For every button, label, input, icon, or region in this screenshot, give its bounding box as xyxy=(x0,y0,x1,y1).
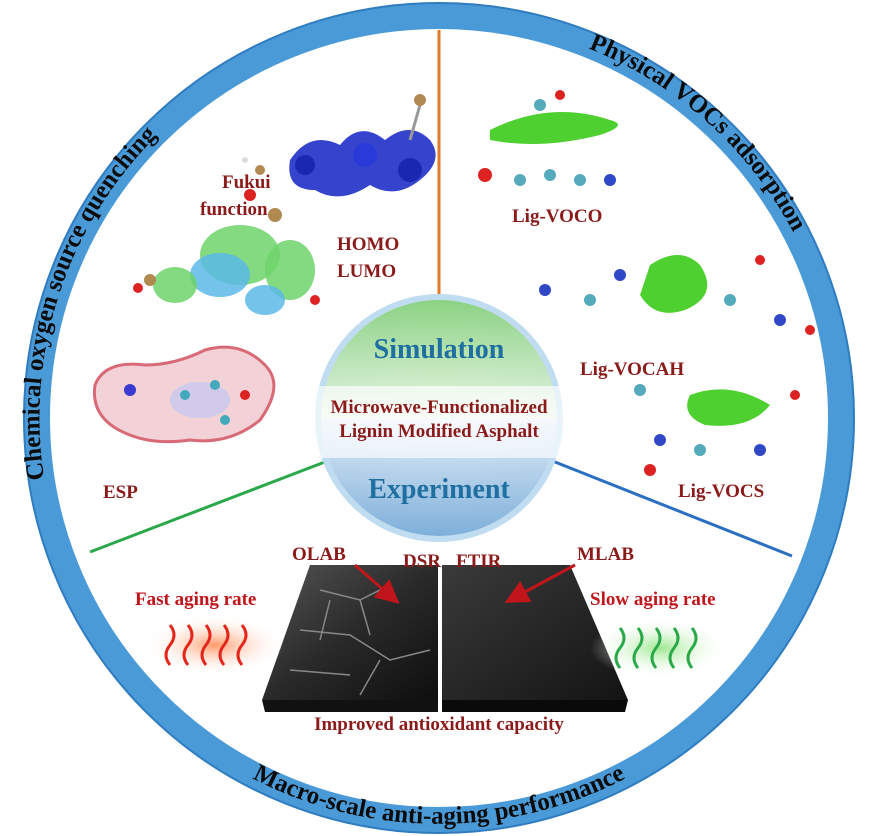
label-dsr: DSR xyxy=(403,551,441,572)
label-lig-vocs: Lig-VOCS xyxy=(678,481,764,502)
label-slow-aging: Slow aging rate xyxy=(590,589,716,610)
label-fast-aging: Fast aging rate xyxy=(135,589,256,610)
outer-ring-edge xyxy=(23,2,855,834)
label-homo: HOMO xyxy=(337,234,399,255)
label-ftir: FTIR xyxy=(456,551,502,572)
label-esp: ESP xyxy=(103,482,138,503)
center-title-experiment: Experiment xyxy=(368,474,510,505)
label-lig-voco: Lig-VOCO xyxy=(512,206,602,227)
homo-lumo-molecule-image xyxy=(133,189,320,315)
lig-vocah-molecule-image xyxy=(539,255,815,335)
label-mlab: MLAB xyxy=(577,544,634,565)
mlab-arrow xyxy=(504,563,576,603)
label-lumo: LUMO xyxy=(337,261,396,282)
divider-left xyxy=(89,458,331,554)
center-circle xyxy=(300,294,578,542)
label-fukui-line1: Fukui xyxy=(222,172,271,193)
olab-arrow xyxy=(354,563,400,604)
center-subtitle-line2: Lignin Modified Asphalt xyxy=(339,421,539,442)
divider-right xyxy=(549,458,793,558)
center-title-simulation: Simulation xyxy=(374,334,505,365)
lig-voco-molecule-image xyxy=(478,90,618,186)
label-lig-vocah: Lig-VOCAH xyxy=(580,359,684,380)
fast-aging-heat-waves-icon xyxy=(145,615,285,675)
center-subtitle-line1: Microwave-Functionalized xyxy=(330,397,547,418)
fukui-molecule-image xyxy=(242,94,436,197)
slow-aging-waves-icon xyxy=(590,618,730,678)
label-olab: OLAB xyxy=(292,544,346,565)
mlab-asphalt-slab-image xyxy=(442,565,628,712)
label-improved-antioxidant: Improved antioxidant capacity xyxy=(314,714,564,735)
lig-vocs-molecule-image xyxy=(634,384,800,476)
esp-map-image xyxy=(92,345,276,444)
label-fukui-line2: function xyxy=(200,199,268,220)
